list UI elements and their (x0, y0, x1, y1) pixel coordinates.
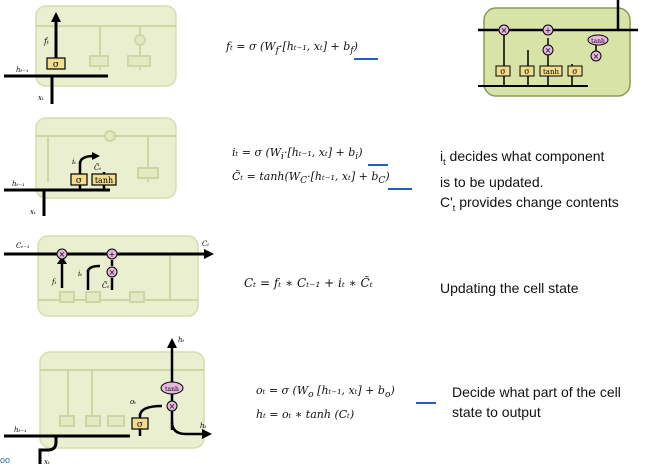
sigma-gate (46, 57, 66, 70)
svg-text:×: × (169, 402, 176, 411)
forget-gate-diagram: σ fₜ hₜ₋₁ xₜ (4, 5, 177, 104)
output-gate-equation: oₜ = σ (Wo [hₜ₋₁, xₜ] + bo) (256, 384, 395, 401)
svg-text:×: × (501, 26, 508, 35)
svg-text:+: + (109, 250, 116, 259)
cell-update-diagram: × + × Cₜ₋₁ Cₜ fₜ iₜ C̃ₜ (4, 235, 214, 317)
candidate-equation: C̃ₜ = tanh(WC·[hₜ₋₁, xₜ] + bC) (232, 170, 390, 187)
bias-underline-i (368, 164, 388, 166)
input-gate-equation: iₜ = σ (Wi·[hₜ₋₁, xₜ] + bi) (232, 146, 363, 163)
svg-text:iₜ: iₜ (78, 270, 82, 278)
svg-text:σ: σ (76, 176, 82, 186)
svg-text:tanh: tanh (95, 176, 113, 185)
svg-text:hₜ₋₁: hₜ₋₁ (12, 180, 25, 188)
svg-text:iₜ: iₜ (72, 158, 76, 166)
svg-text:xₜ: xₜ (44, 458, 50, 466)
bias-underline-o (416, 402, 436, 404)
hidden-state-equation: hₜ = oₜ ∗ tanh (Cₜ) (256, 408, 355, 421)
svg-text:σ: σ (572, 67, 578, 76)
input-gate-diagram: σ tanh iₜ C̃ₜ hₜ₋₁ xₜ (4, 117, 177, 216)
cell-update-equation: Cₜ = fₜ ∗ Cₜ₋₁ + iₜ ∗ C̃ₜ (244, 276, 373, 290)
bias-underline-c (388, 188, 412, 190)
svg-text:×: × (109, 268, 116, 277)
svg-text:oₜ: oₜ (130, 398, 136, 406)
svg-text:xₜ: xₜ (30, 208, 36, 216)
input-gate-description: it decides what component is to be updat… (440, 148, 619, 213)
svg-text:hₜ₋₁: hₜ₋₁ (14, 426, 27, 434)
svg-text:σ: σ (500, 67, 506, 76)
svg-text:C̃ₜ: C̃ₜ (102, 282, 109, 290)
h-prev-label: hₜ₋₁ (16, 66, 29, 74)
svg-text:×: × (59, 250, 66, 259)
svg-text:×: × (545, 46, 552, 55)
svg-text:tanh: tanh (165, 386, 179, 393)
svg-text:×: × (593, 52, 600, 61)
cell-update-description: Updating the cell state (440, 280, 579, 296)
svg-text:C̃ₜ: C̃ₜ (94, 164, 101, 172)
f-label: fₜ (43, 37, 49, 46)
svg-text:tanh: tanh (591, 38, 605, 45)
svg-text:Cₜ: Cₜ (202, 240, 209, 248)
svg-text:Cₜ₋₁: Cₜ₋₁ (16, 242, 30, 250)
forget-equation: fₜ = σ (Wf·[hₜ₋₁, xₜ] + bf) (226, 40, 358, 57)
output-gate-diagram: σ tanh × oₜ hₜ hₜ hₜ₋₁ xₜ (4, 336, 212, 466)
sigma-label: σ (53, 60, 59, 70)
svg-text:hₜ: hₜ (178, 336, 185, 344)
x-label: xₜ (38, 94, 44, 102)
svg-text:hₜ: hₜ (200, 422, 207, 430)
svg-text:σ: σ (137, 420, 143, 430)
bias-underline-f (354, 58, 378, 60)
lstm-overview-diagram: × + × × tanh σ σ tanh σ (478, 0, 638, 97)
svg-text:+: + (545, 26, 552, 35)
svg-text:tanh: tanh (543, 68, 559, 76)
footer-mark: oo (0, 455, 11, 465)
output-gate-description: Decide what part of the cell state to ou… (452, 384, 621, 420)
svg-text:fₜ: fₜ (51, 278, 57, 286)
svg-text:σ: σ (524, 67, 530, 76)
